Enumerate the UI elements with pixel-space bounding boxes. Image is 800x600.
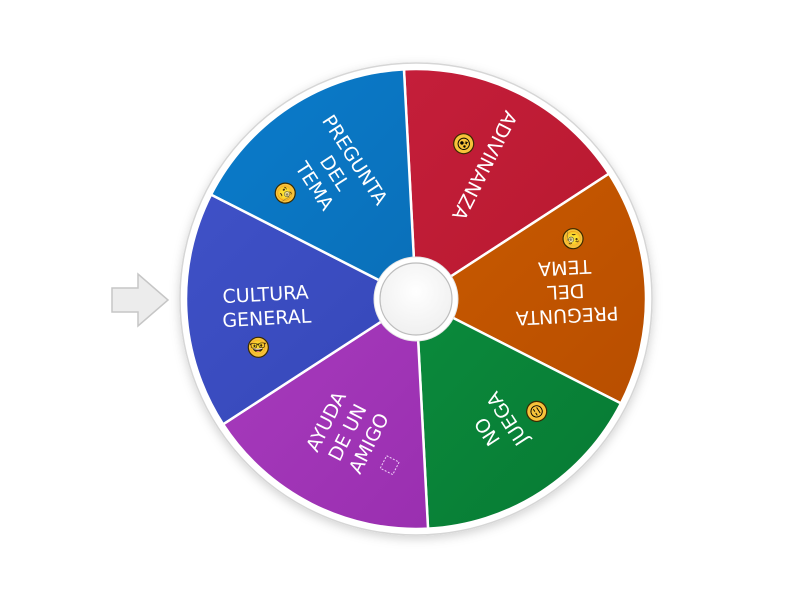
segment-wedge: [184, 192, 419, 426]
segment-label-line: GENERAL: [222, 305, 312, 332]
segment-label-line: CULTURA: [222, 282, 309, 308]
dizzy-face-icon: 😵: [452, 133, 475, 155]
segment-label-line: DEL: [546, 279, 585, 303]
segment-wedge: [209, 68, 418, 302]
segment-wedge: [221, 296, 430, 531]
segment-wedge: [402, 67, 611, 302]
svg-text:🧐: 🧐: [564, 229, 582, 247]
svg-text:🤓: 🤓: [249, 339, 268, 357]
wheel-segment: ADIVINANZA😵: [402, 67, 611, 302]
nerd-face-icon: 🤓: [247, 336, 269, 358]
expressionless-face-icon: 😑: [526, 400, 548, 423]
monocle-face-icon: 🧐: [562, 228, 584, 250]
arrow-right-icon: [111, 272, 170, 328]
segment-label-line: TEMA: [537, 255, 592, 280]
segment-wedge: [413, 172, 648, 406]
segment-wedge: [414, 296, 623, 530]
segment-label-line: PREGUNTA: [515, 301, 619, 328]
monocle-face-icon: 🧐: [273, 181, 297, 205]
svg-text:🧐: 🧐: [273, 181, 297, 205]
svg-text:😵: 😵: [452, 133, 473, 153]
svg-text:😑: 😑: [527, 400, 548, 421]
hub-center-button[interactable]: [379, 262, 453, 336]
